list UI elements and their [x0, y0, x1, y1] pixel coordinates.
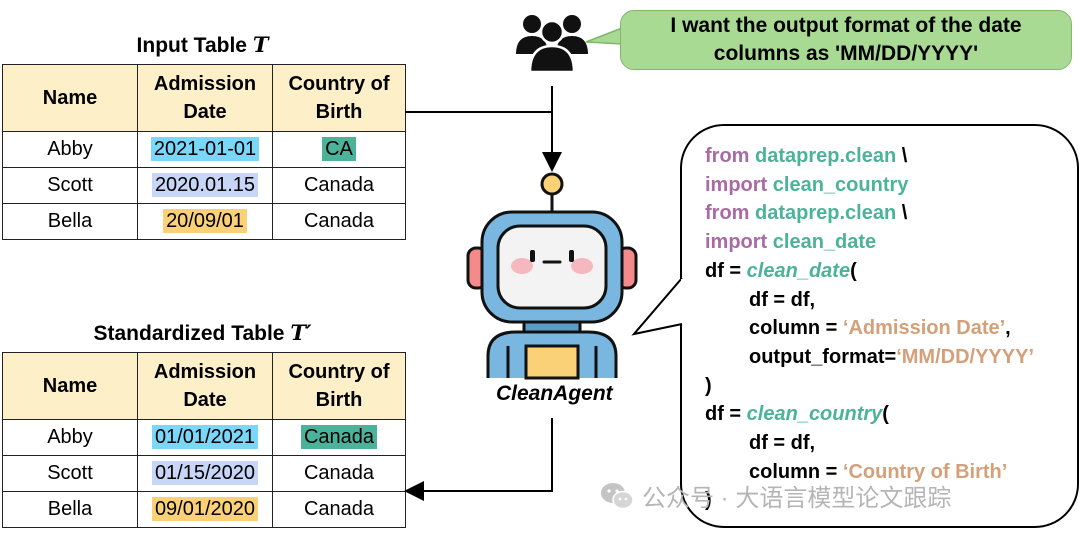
- watermark-text: 公众号 · 大语言模型论文跟踪: [642, 485, 952, 512]
- cell-name: Bella: [2, 203, 138, 240]
- arrow-agent-to-output: [404, 418, 553, 501]
- cell-date: 09/01/2020: [137, 491, 273, 528]
- cell-name: Scott: [2, 167, 138, 204]
- cell-country: Canada: [272, 455, 406, 492]
- table-row: Abby 01/01/2021 Canada: [2, 419, 406, 456]
- users-icon: [516, 15, 588, 74]
- table-row: Scott 01/15/2020 Canada: [2, 455, 406, 492]
- cell-country: Canada: [272, 167, 406, 204]
- cell-name: Bella: [2, 491, 138, 528]
- cell-date: 01/15/2020: [137, 455, 273, 492]
- code-bubble: [680, 124, 1079, 528]
- cell-country: CA: [272, 131, 406, 168]
- robot-icon: [466, 172, 638, 380]
- cell-date: 20/09/01: [137, 203, 273, 240]
- bubble-tail: [585, 26, 623, 45]
- cell-country: Canada: [272, 419, 406, 456]
- header-name: Name: [2, 352, 138, 420]
- cell-name: Abby: [2, 419, 138, 456]
- cell-date: 01/01/2021: [137, 419, 273, 456]
- cell-country: Canada: [272, 491, 406, 528]
- standardized-table-title: Standardized Table T′: [93, 320, 312, 345]
- cell-date: 2020.01.15: [137, 167, 273, 204]
- table-row: Abby 2021-01-01 CA: [2, 131, 406, 168]
- user-request-line-2: columns as 'MM/DD/YYYY': [713, 42, 979, 65]
- code-bubble-tail: [631, 277, 686, 336]
- table-row: Scott 2020.01.15 Canada: [2, 167, 406, 204]
- code-snippet: from dataprep.clean \import clean_countr…: [705, 145, 1035, 512]
- cell-country: Canada: [272, 203, 406, 240]
- wechat-icon: [601, 482, 634, 509]
- cell-date: 2021-01-01: [137, 131, 273, 168]
- user-request-line-1: I want the output format of the date: [670, 14, 1022, 37]
- user-request-bubble: I want the output format of the date col…: [620, 10, 1072, 70]
- agent-label: CleanAgent: [496, 382, 613, 405]
- cell-name: Scott: [2, 455, 138, 492]
- arrow-table-to-agent: [405, 111, 562, 172]
- table-row: Bella 09/01/2020 Canada: [2, 491, 406, 528]
- watermark: 公众号 · 大语言模型论文跟踪: [600, 478, 951, 513]
- cell-name: Abby: [2, 131, 138, 168]
- table-row: Bella 20/09/01 Canada: [2, 203, 406, 240]
- input-table-title: Input Table T: [136, 32, 269, 57]
